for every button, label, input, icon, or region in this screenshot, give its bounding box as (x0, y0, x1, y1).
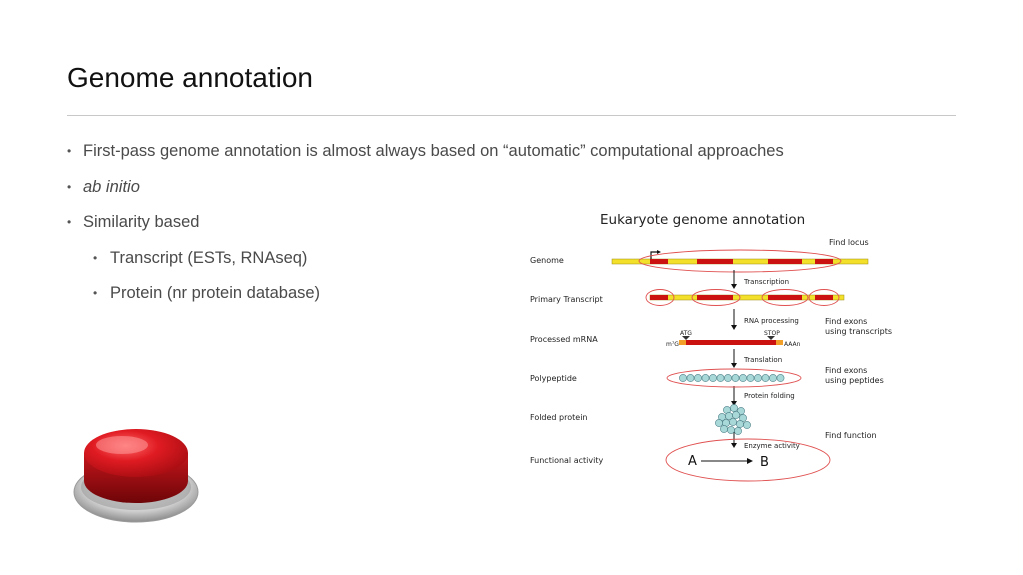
step-label-rna-processing: RNA processing (744, 317, 799, 325)
row-label-functional-activity: Functional activity (530, 456, 603, 465)
polypeptide-chain (666, 368, 802, 388)
title-divider (67, 115, 956, 116)
slide-title: Genome annotation (67, 62, 313, 93)
step-label-enzyme-activity: Enzyme activity (744, 442, 800, 450)
row-label-genome: Genome (530, 256, 564, 265)
annotation-find-exons-peptides: Find exons (825, 366, 867, 375)
processed-mrna-bar (679, 336, 783, 345)
row-label-processed-mrna: Processed mRNA (530, 335, 598, 344)
row-label-primary-transcript: Primary Transcript (530, 295, 603, 304)
step-label-translation: Translation (743, 356, 782, 364)
bullet-dot: • (67, 179, 72, 194)
annotation-find-exons-transcripts: Find exons (825, 317, 867, 326)
mrna-label-polya: AAAn (784, 341, 801, 348)
bullet-dot: • (67, 215, 72, 229)
functional-activity-reaction (665, 438, 831, 482)
primary-transcript-bar (645, 289, 845, 306)
bullet-text: ab initio (83, 177, 140, 196)
diagram-title: Eukaryote genome annotation (600, 212, 805, 228)
mrna-label-stop: STOP (764, 330, 780, 337)
annotation-find-locus: Find locus (829, 238, 869, 247)
annotation-using-transcripts: using transcripts (825, 327, 892, 336)
mrna-label-atg: ATG (680, 330, 692, 337)
bullet-dot: • (93, 250, 98, 265)
red-push-button-icon (73, 429, 199, 523)
row-label-folded-protein: Folded protein (530, 413, 588, 422)
bullet-text: Transcript (ESTs, RNAseq) (110, 248, 308, 267)
folded-protein-cluster (715, 404, 751, 435)
annotation-find-function: Find function (825, 431, 877, 440)
mrna-label-cap: m⁷G (666, 341, 679, 348)
genome-annotation-diagram: Eukaryote genome annotation Genome Prima… (530, 212, 892, 482)
annotation-using-peptides: using peptides (825, 376, 884, 385)
bullet-text: First-pass genome annotation is almost a… (83, 142, 784, 160)
reaction-product: B (760, 455, 769, 470)
bullet-dot: • (93, 286, 98, 300)
step-label-protein-folding: Protein folding (744, 392, 795, 400)
bullet-dot: • (67, 144, 72, 158)
genome-bar (611, 249, 869, 273)
step-label-transcription: Transcription (743, 278, 789, 286)
bullet-text: Protein (nr protein database) (110, 284, 321, 302)
reaction-substrate: A (688, 454, 697, 469)
step-arrows (731, 270, 737, 448)
row-label-polypeptide: Polypeptide (530, 374, 577, 383)
bullet-text: Similarity based (83, 213, 200, 231)
